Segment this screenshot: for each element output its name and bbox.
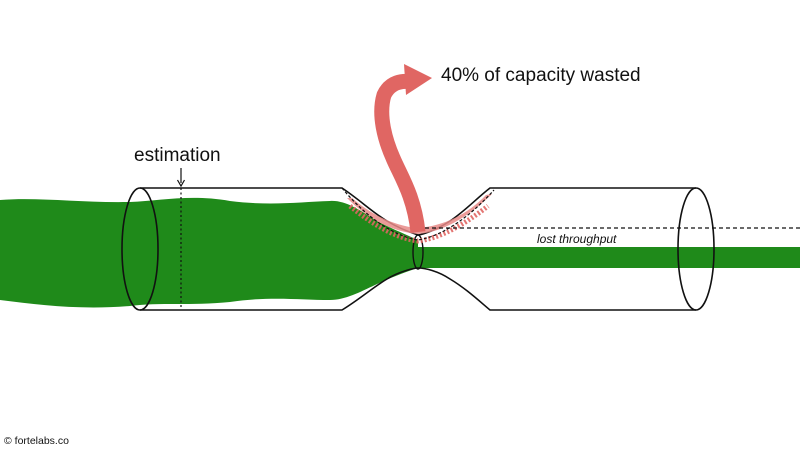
- downstream-flow: [418, 247, 800, 268]
- pipe-left-end: [121, 187, 159, 311]
- wasted-capacity-speckle: [348, 204, 490, 244]
- wasted-capacity-outline: [341, 187, 495, 241]
- pipe-throat-ring: [412, 234, 424, 270]
- estimation-label: estimation: [134, 145, 221, 166]
- wasted-capacity-band: [347, 194, 492, 234]
- wasted-capacity-label: 40% of capacity wasted: [441, 65, 641, 86]
- estimation-arrowhead: [176, 179, 186, 188]
- upstream-flow: [0, 197, 418, 308]
- credit-text: © fortelabs.co: [4, 435, 69, 447]
- wasted-capacity-arrowhead: [404, 64, 432, 95]
- lost-throughput-label: lost throughput: [537, 232, 617, 246]
- pipe-right-end: [677, 187, 715, 311]
- wasted-capacity-arrow: [374, 73, 426, 233]
